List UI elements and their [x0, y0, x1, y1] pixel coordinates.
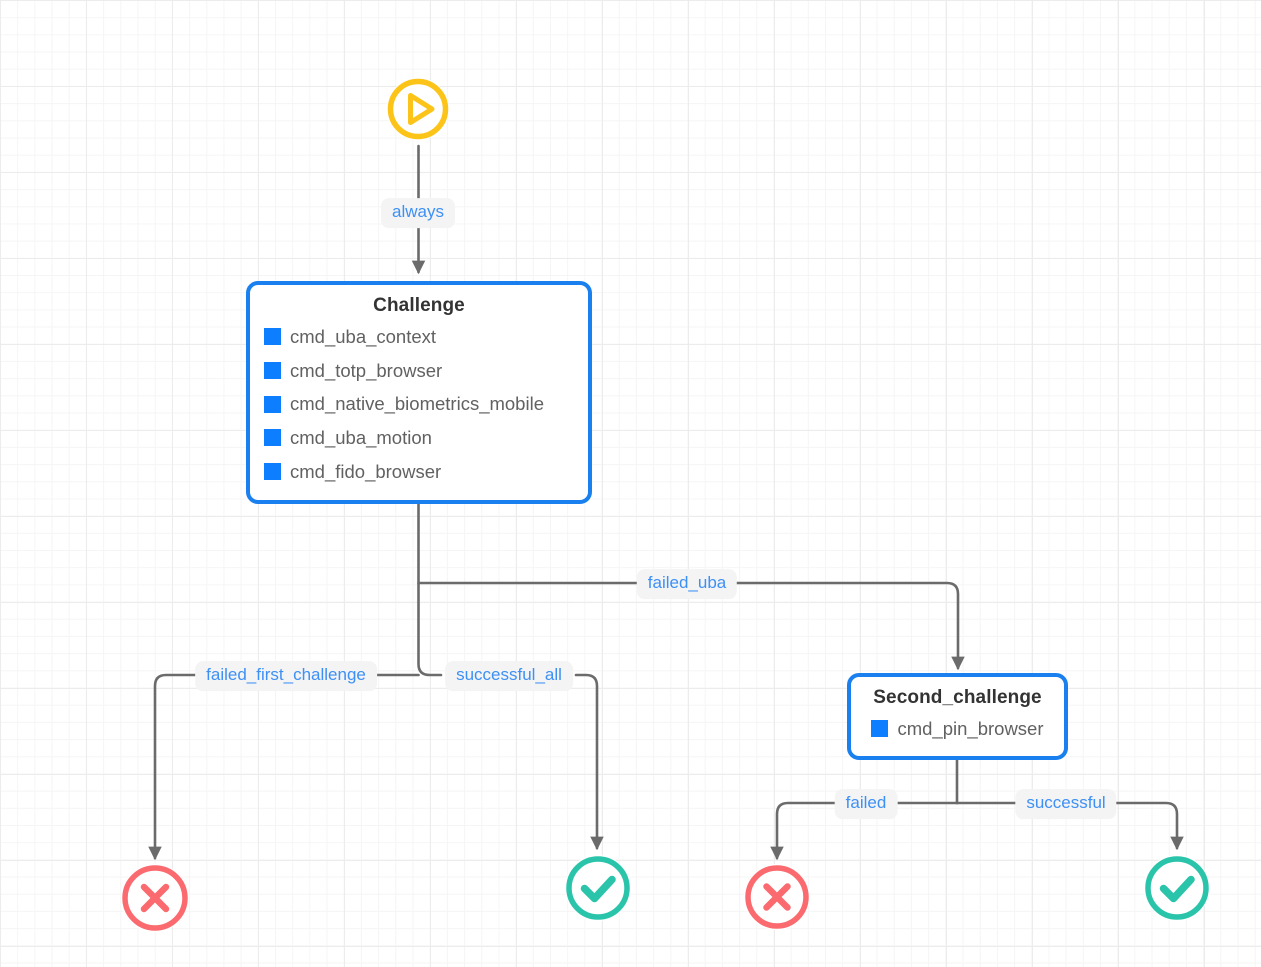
edge-label-failed-uba[interactable]: failed_uba: [636, 569, 738, 599]
node-second-challenge[interactable]: Second_challenge cmd_pin_browser: [847, 673, 1068, 760]
edge-label-failed[interactable]: failed: [834, 789, 898, 819]
edge-label-always[interactable]: always: [381, 198, 455, 228]
edge-label-successful[interactable]: successful: [1015, 789, 1117, 819]
play-icon: [387, 78, 449, 140]
edge-failed-first-challenge: [148, 673, 420, 861]
command-swatch-icon: [264, 462, 281, 480]
command-swatch-icon: [264, 361, 281, 379]
node-second-challenge-item-label: cmd_pin_browser: [897, 718, 1044, 739]
edge-label-failed-first-challenge[interactable]: failed_first_challenge: [195, 661, 377, 691]
node-second-challenge-title: Second_challenge: [873, 687, 1042, 708]
node-fail-second[interactable]: [744, 864, 810, 930]
edge-label-successful-all[interactable]: successful_all: [445, 661, 573, 691]
node-challenge-item-label: cmd_uba_context: [290, 326, 437, 347]
edge-successful-all: [574, 673, 604, 851]
edge-challenge-trunk: [417, 494, 443, 677]
check-circle-icon: [1145, 856, 1209, 920]
node-success-all[interactable]: [565, 855, 631, 921]
node-challenge-item-3[interactable]: cmd_uba_motion: [264, 421, 574, 455]
node-challenge-item-1[interactable]: cmd_totp_browser: [264, 354, 574, 388]
node-challenge[interactable]: Challenge cmd_uba_context cmd_totp_brows…: [246, 281, 592, 505]
node-success-second[interactable]: [1144, 855, 1210, 921]
node-challenge-item-2[interactable]: cmd_native_biometrics_mobile: [264, 387, 574, 421]
command-swatch-icon: [264, 395, 281, 413]
node-challenge-item-label: cmd_totp_browser: [290, 359, 443, 381]
x-circle-icon: [122, 865, 188, 931]
node-challenge-item-label: cmd_native_biometrics_mobile: [290, 393, 544, 415]
node-second-challenge-item-0[interactable]: cmd_pin_browser: [865, 712, 1050, 746]
x-circle-icon: [745, 865, 809, 929]
node-challenge-item-4[interactable]: cmd_fido_browser: [264, 455, 574, 489]
check-circle-icon: [566, 856, 630, 920]
node-challenge-title: Challenge: [373, 295, 465, 316]
node-challenge-item-label: cmd_fido_browser: [290, 460, 442, 482]
command-swatch-icon: [871, 720, 889, 738]
start-node[interactable]: [387, 78, 449, 140]
node-challenge-item-0[interactable]: cmd_uba_context: [264, 320, 574, 354]
command-swatch-icon: [264, 429, 281, 447]
node-fail-first[interactable]: [121, 864, 189, 932]
node-challenge-item-label: cmd_uba_motion: [290, 426, 432, 448]
command-swatch-icon: [264, 328, 281, 346]
